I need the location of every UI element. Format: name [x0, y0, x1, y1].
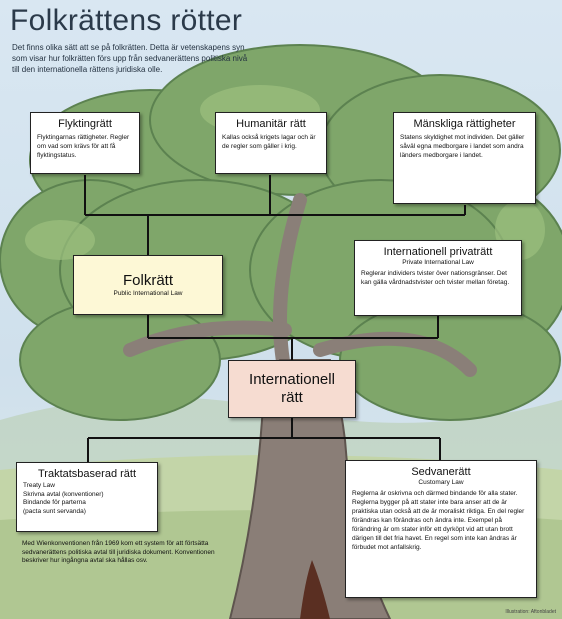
- box-line: Skrivna avtal (konventioner): [23, 490, 104, 498]
- box-text: Treaty Law Skrivna avtal (konventioner) …: [23, 482, 151, 516]
- box-heading: Internationell privaträtt: [383, 246, 493, 258]
- box-subtitle: Private International Law: [402, 259, 474, 266]
- heading-line-2: rätt: [281, 389, 303, 406]
- box-heading: Flyktingrätt: [58, 118, 112, 130]
- heading-line-1: Internationell: [249, 371, 335, 388]
- box-text: Flyktingarnas rättigheter. Regler om vad…: [37, 134, 130, 159]
- intro-text: Det finns olika sätt att se på folkrätte…: [12, 43, 248, 74]
- box-heading: Traktatsbaserad rätt: [37, 468, 137, 480]
- box-line: Bindande för parterna: [23, 499, 86, 506]
- box-subtitle: Public International Law: [113, 290, 183, 297]
- box-sedvaneratt: Sedvanerätt Customary Law Reglerna är os…: [345, 460, 537, 598]
- box-heading: Sedvanerätt: [411, 466, 471, 478]
- box-internationell-ratt: Internationell rätt: [228, 360, 356, 418]
- box-heading: Mänskliga rättigheter: [413, 118, 516, 130]
- credit-text: Illustration: Aftonbladet: [505, 609, 556, 615]
- box-heading: Humanitär rätt: [236, 118, 306, 130]
- box-text: Reglerar individers tvister över nations…: [361, 270, 510, 286]
- box-text: Statens skyldighet mot individen. Det gä…: [400, 134, 525, 159]
- box-text: Kallas också krigets lagar och är de reg…: [222, 134, 316, 150]
- box-folkratt: Folkrätt Public International Law: [73, 255, 223, 315]
- box-flyktingratt: Flyktingrätt Flyktingarnas rättigheter. …: [30, 112, 140, 174]
- box-heading: Internationell rätt: [229, 371, 355, 407]
- box-subtitle: Customary Law: [418, 479, 464, 486]
- footnote-text: Med Wienkonventionen från 1969 kom ett s…: [22, 540, 215, 564]
- box-internationell-privatratt: Internationell privaträtt Private Intern…: [354, 240, 522, 316]
- box-heading: Folkrätt: [122, 272, 173, 289]
- box-humanitar-ratt: Humanitär rätt Kallas också krigets laga…: [215, 112, 327, 174]
- box-line: (pacta sunt servanda): [23, 507, 86, 515]
- box-traktatsbaserad-ratt: Traktatsbaserad rätt Treaty Law Skrivna …: [16, 462, 158, 532]
- page-title: Folkrättens rötter: [10, 4, 243, 37]
- box-line: Treaty Law: [23, 482, 55, 489]
- box-text: Reglerna är oskrivna och därmed bindande…: [352, 490, 525, 551]
- box-manskliga-rattigheter: Mänskliga rättigheter Statens skyldighet…: [393, 112, 536, 204]
